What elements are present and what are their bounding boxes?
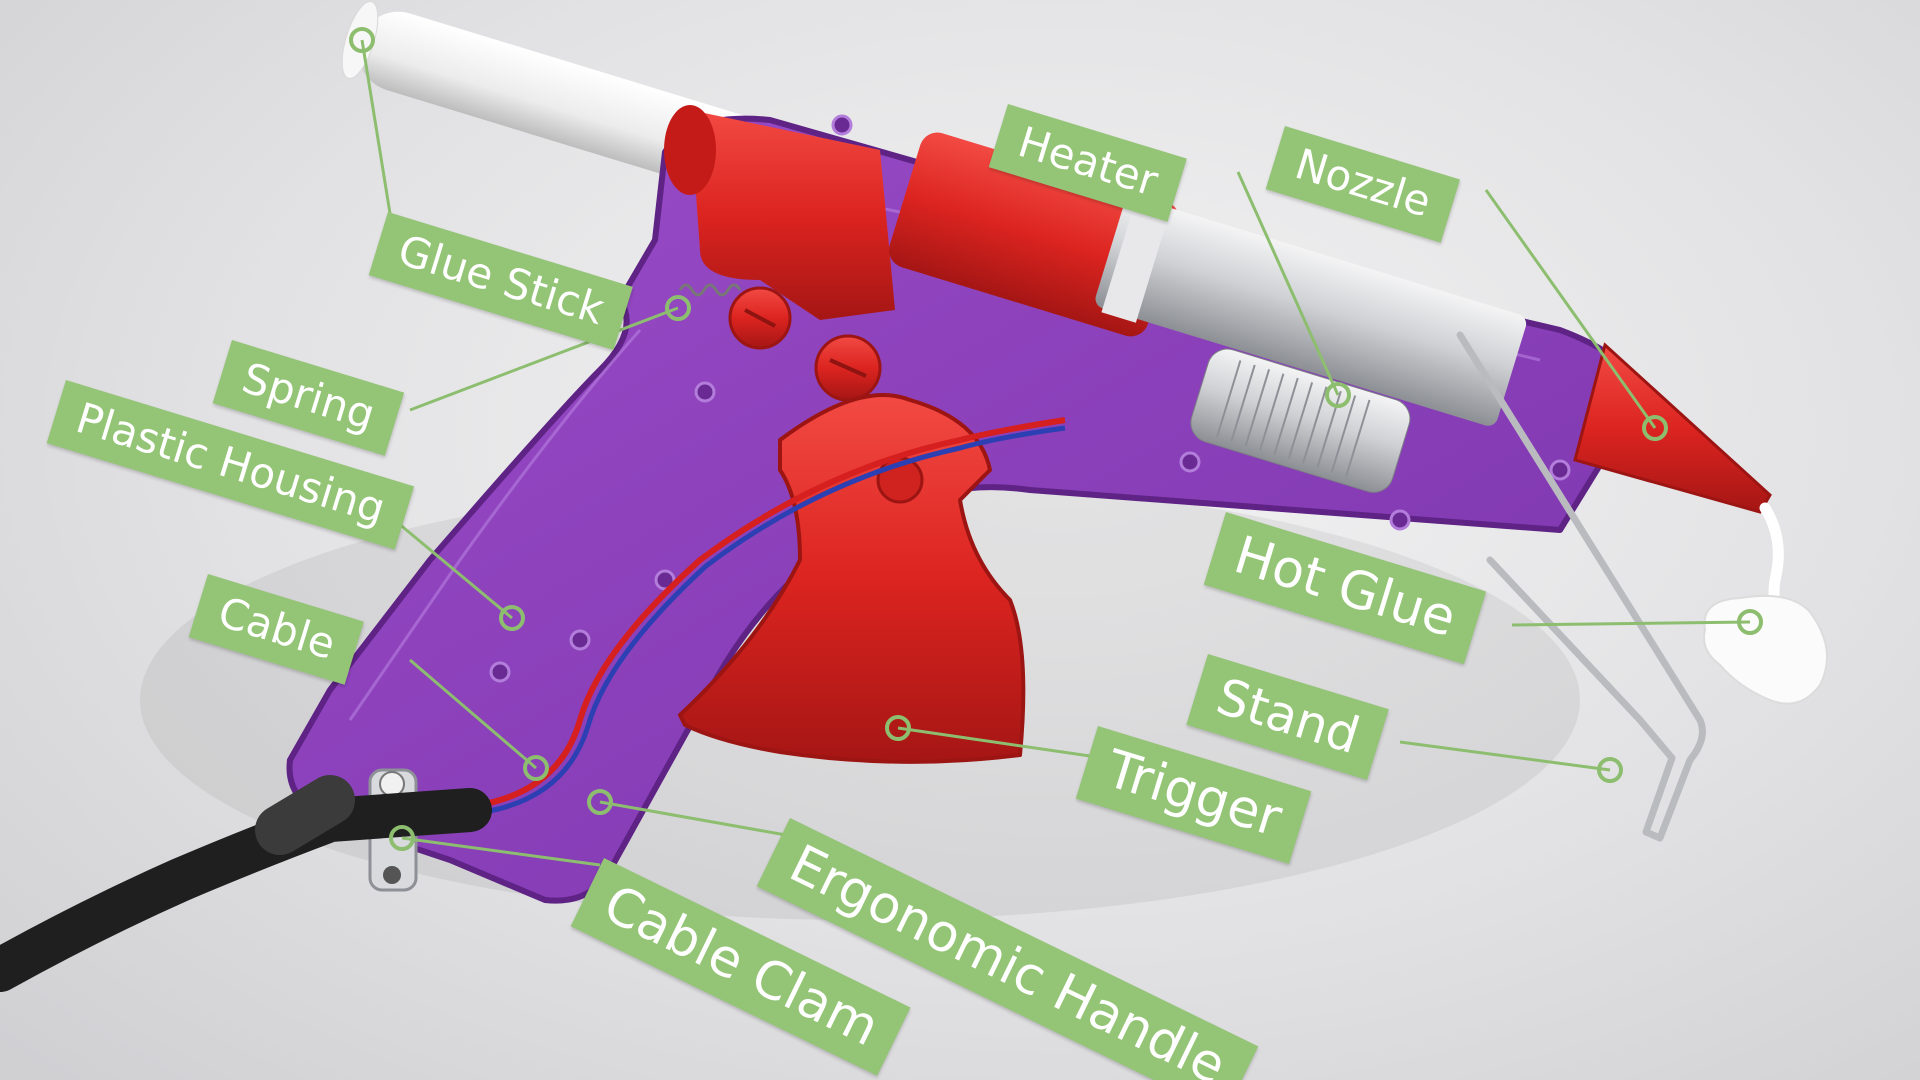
leader-end-glue_stick [349, 27, 375, 53]
leader-end-stand [1597, 757, 1623, 783]
leader-cable [409, 658, 537, 770]
internal-cable-red [479, 417, 1066, 808]
leader-end-ergonomic_handle [587, 789, 613, 815]
leader-end-cable [523, 755, 549, 781]
leader-spring [409, 306, 679, 412]
leader-trigger [897, 726, 1091, 758]
spring [678, 283, 742, 297]
leader-heater [1236, 171, 1340, 396]
leader-end-nozzle [1642, 415, 1668, 441]
leader-stand [1399, 740, 1611, 772]
heater-coil [1190, 348, 1411, 493]
stand-wire [1456, 331, 1706, 842]
leader-end-cable_clam [389, 825, 415, 851]
leader-end-spring [665, 295, 691, 321]
trigger [678, 393, 1026, 764]
leader-end-plastic_housing [499, 605, 525, 631]
leader-end-trigger [885, 715, 911, 741]
leader-ergonomic_handle [599, 800, 787, 837]
leader-hot_glue [1511, 620, 1751, 627]
leader-end-hot_glue [1737, 609, 1763, 635]
internal-cable-blue [483, 425, 1066, 815]
leader-end-heater [1325, 382, 1351, 408]
metal-barrel [1095, 193, 1527, 426]
leader-cable_clam [401, 836, 601, 867]
leader-plastic_housing [391, 516, 513, 620]
leader-glue_stick [360, 39, 395, 233]
leader-nozzle [1484, 189, 1657, 429]
barrel-holder [664, 105, 895, 320]
nozzle [1573, 342, 1772, 514]
